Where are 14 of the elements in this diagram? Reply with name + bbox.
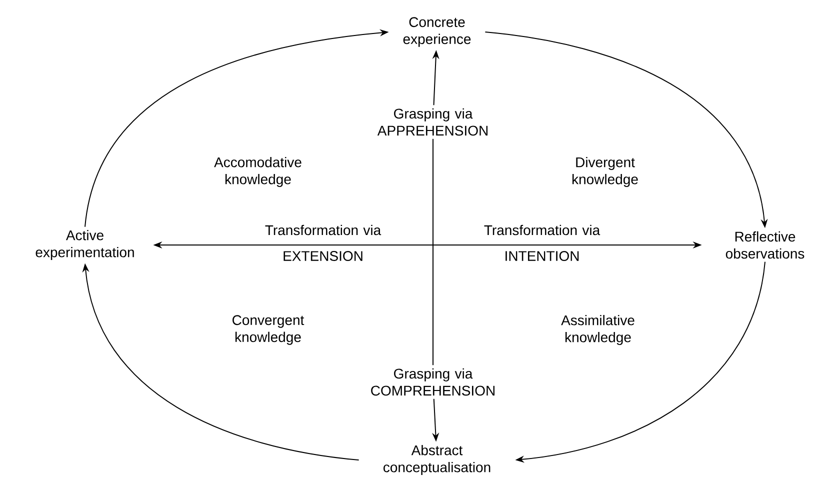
stage-label: Grasping via APPREHENSION (377, 108, 488, 136)
quadrant-label: Assimilative knowledge (561, 314, 634, 346)
stage-label: Grasping via COMPREHENSION (371, 368, 494, 396)
quadrant-label: Accomodative knowledge (214, 156, 302, 188)
stage-label: Concrete experience (403, 17, 471, 47)
axis-label: INTENTION (506, 251, 579, 261)
stage-label: Active experimentation (36, 230, 134, 260)
axis-label: Transformation via (265, 224, 382, 236)
axis-label: EXTENSION (284, 251, 362, 261)
quadrant-label: Convergent knowledge (232, 315, 304, 345)
stage-label: Reflective observations (726, 231, 804, 259)
axis-label: Transformation via (484, 224, 600, 236)
stage-label: Abstract conceptualisation (384, 444, 490, 476)
quadrant-label: Divergent knowledge (572, 156, 638, 188)
